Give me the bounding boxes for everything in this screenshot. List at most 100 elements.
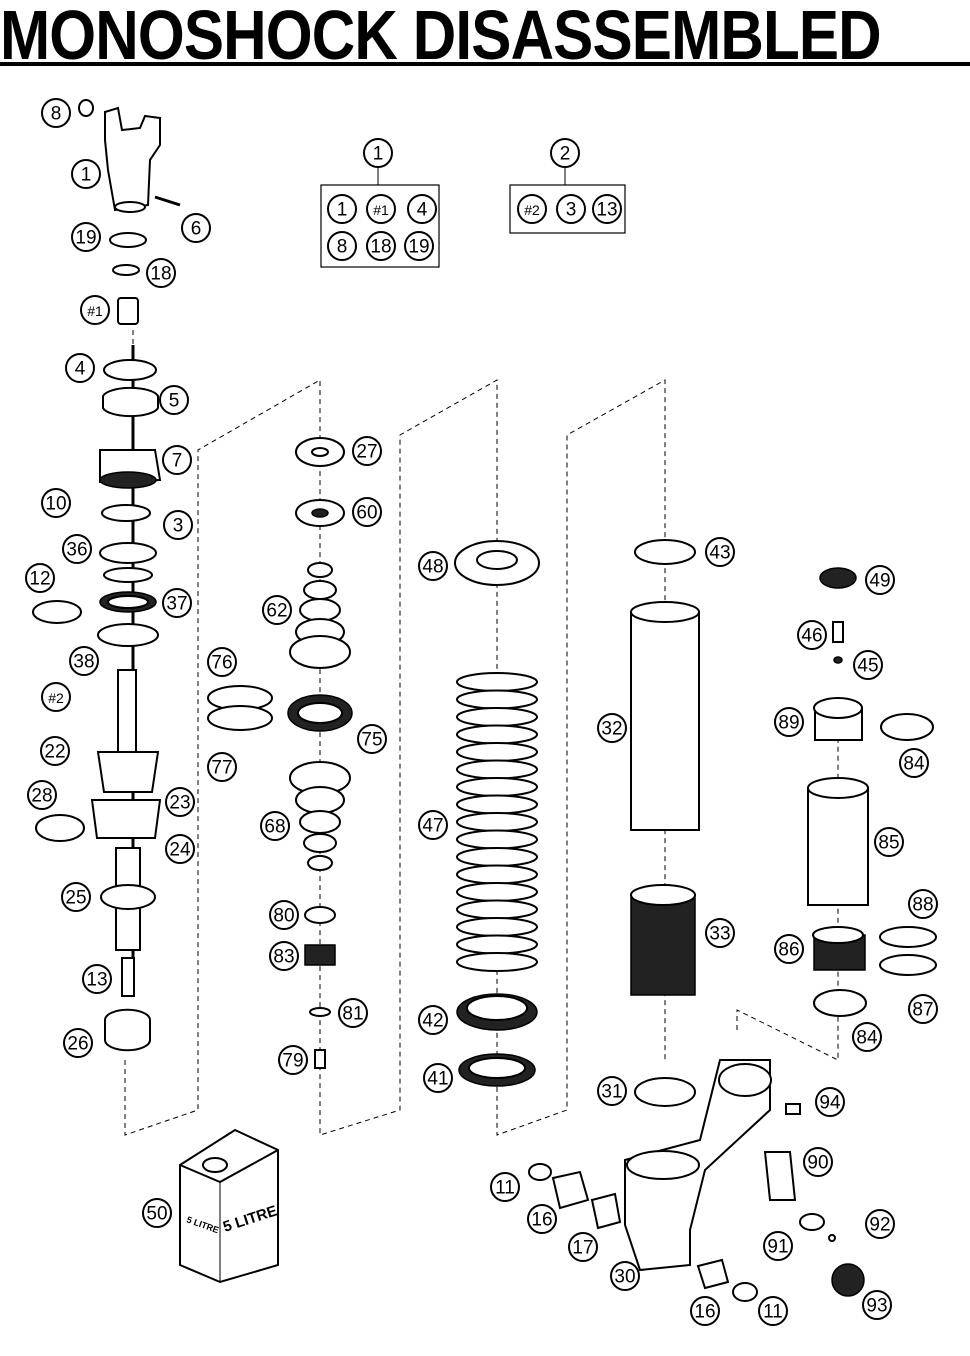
callout-circle [862,1290,892,1320]
callout-k2: 2 [550,138,580,168]
callout-k1_18: 18 [366,231,396,261]
callout-3a: 3 [163,510,193,540]
spring-coil [456,742,538,762]
callout-number: 5 [169,391,180,412]
callout-number: 11 [763,1302,783,1323]
callout-circle [690,1296,720,1326]
callout-number: 41 [427,1069,448,1090]
callout-number: 90 [807,1153,828,1174]
callout-number: 77 [211,758,232,779]
callout-22: 22 [40,736,70,766]
callout-circle [763,1231,793,1261]
callout-10: 10 [41,488,71,518]
callout-number: 3 [566,200,577,221]
callout-11b: 11 [758,1296,788,1326]
callout-number: 27 [356,442,377,463]
callout-number: 91 [767,1237,788,1258]
callout-number: 13 [596,200,617,221]
callout-circle [62,534,92,564]
callout-number: 3 [173,516,184,537]
spring-coil [456,934,538,955]
callout-k1_h1: #1 [366,194,396,224]
callout-number: 1 [373,144,384,165]
callout-circle [597,713,627,743]
callout-7: 7 [162,445,192,475]
spring-coil [456,812,538,832]
callout-48: 48 [418,551,448,581]
callout-number: 46 [801,626,822,647]
callout-26: 26 [63,1028,93,1058]
callout-6: 6 [181,213,211,243]
callout-17: 17 [568,1232,598,1262]
callout-circle [163,510,193,540]
reservoir-parts [807,567,937,1017]
callout-circle [908,994,938,1024]
callout-number: 25 [65,888,86,909]
callout-62: 62 [262,595,292,625]
spring-coil [456,917,538,937]
callout-number: 31 [601,1082,622,1103]
valve-stack-parts [207,437,353,1069]
callout-circle [269,941,299,971]
spring-coil [456,847,538,867]
callout-circle [705,537,735,567]
callout-circle [338,998,368,1028]
callout-circle [556,194,586,224]
callout-circle [407,194,437,224]
callout-49: 49 [865,565,895,595]
callout-circle [852,1022,882,1052]
callout-19a: 19 [71,222,101,252]
callout-circle [327,194,357,224]
spring-coil [456,689,538,710]
callout-86: 86 [774,934,804,964]
callout-circle [363,138,393,168]
callout-circle [815,1087,845,1117]
callout-circle [25,563,55,593]
callout-number: 33 [709,924,730,945]
callout-circle [803,1147,833,1177]
callout-circle [162,445,192,475]
callout-79: 79 [278,1045,308,1075]
callout-circle [278,1045,308,1075]
kit-boxes [320,166,626,268]
callout-31: 31 [597,1076,627,1106]
callout-circle [71,222,101,252]
spring-coil [456,794,538,815]
title-underline [0,62,970,66]
callout-circle [610,1261,640,1291]
callout-89: 89 [774,707,804,737]
callout-circle [327,231,357,261]
spring-coil [456,899,538,920]
spring-coil [456,672,538,692]
callout-number: 13 [86,970,107,991]
callout-number: 26 [67,1034,88,1055]
callout-23: 23 [165,787,195,817]
callout-circle [142,1198,172,1228]
callout-25: 25 [61,882,91,912]
callout-92: 92 [865,1209,895,1239]
callout-number: 23 [169,793,190,814]
page-title: MONOSHOCK DISASSEMBLED [0,0,882,74]
callout-circle [41,488,71,518]
callout-42: 42 [418,1005,448,1035]
spring-coil [456,724,538,745]
callout-number: #1 [87,303,103,319]
callout-circle [41,98,71,128]
callout-circle [774,934,804,964]
callout-91: 91 [763,1231,793,1261]
callout-circle [65,353,95,383]
callout-13a: 13 [82,964,112,994]
callout-93: 93 [862,1290,892,1320]
callout-number: 4 [75,359,86,380]
callout-circle [758,1296,788,1326]
callout-84a: 84 [899,748,929,778]
callout-number: 75 [361,730,382,751]
callout-number: 22 [44,742,65,763]
callout-circle [40,736,70,766]
callout-circle [705,918,735,948]
callout-1a: 1 [71,159,101,189]
callout-number: 16 [531,1210,552,1231]
callout-number: #1 [373,202,389,218]
